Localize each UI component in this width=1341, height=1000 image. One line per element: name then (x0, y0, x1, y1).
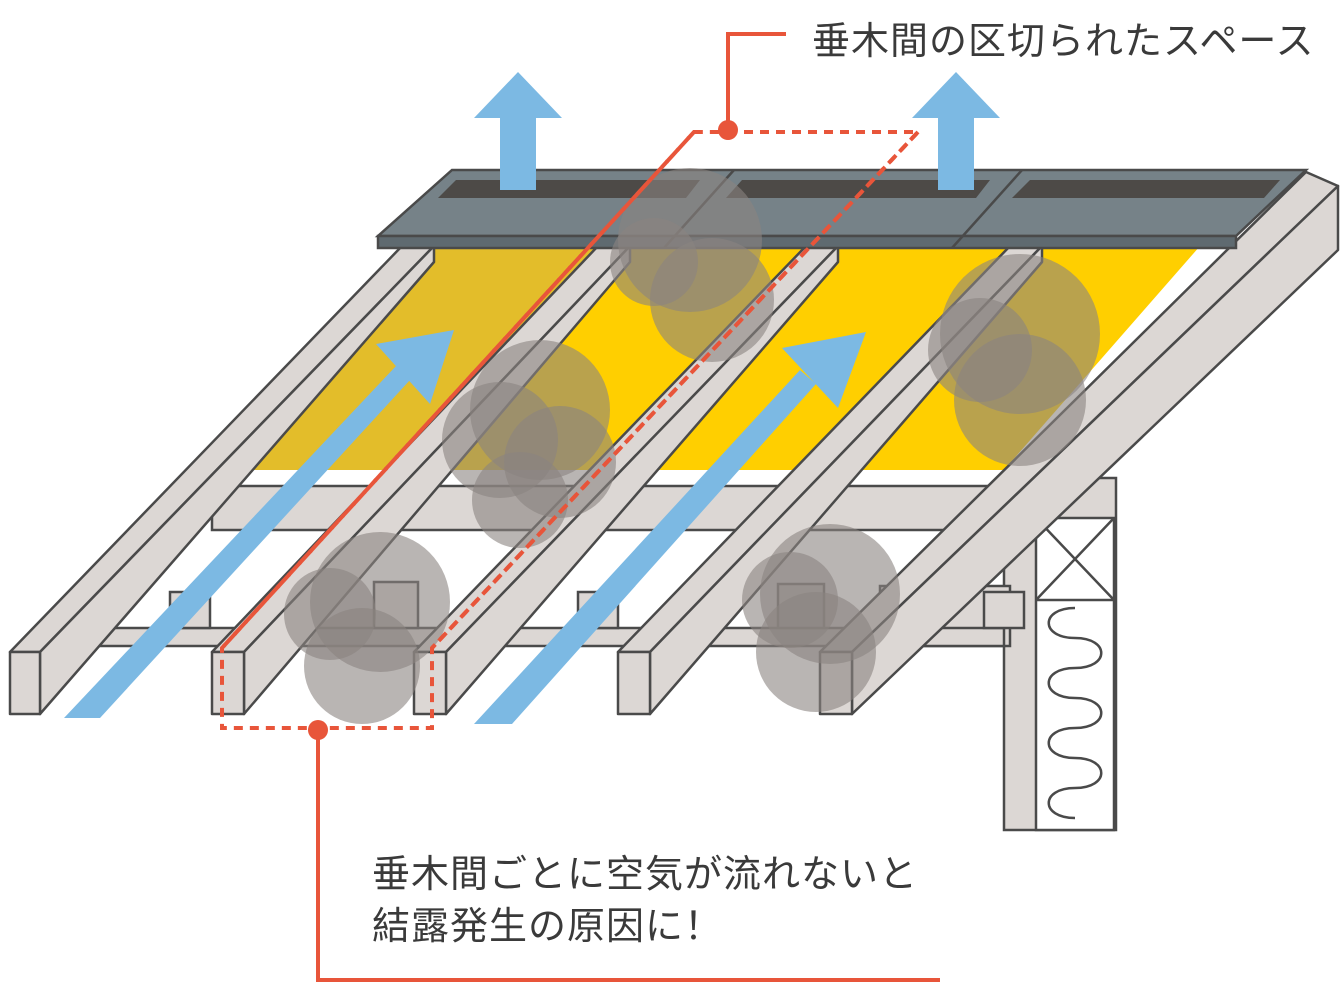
exhaust-arrow-2 (912, 72, 1000, 190)
exhaust-arrow-1 (474, 72, 562, 190)
ridge-vent-edge (376, 234, 1238, 250)
cloud-center (442, 340, 616, 548)
condensation-warning-label: 垂木間ごとに空気が流れないと 結露発生の原因に！ (372, 848, 918, 952)
airflow-up-arrow-left (64, 330, 454, 718)
airflow-arrows (64, 72, 1000, 724)
cloud-lower-left (284, 532, 450, 724)
block-5 (982, 590, 1026, 630)
wall-brace-cross (1035, 517, 1115, 602)
warning-line-1: 垂木間ごとに空気が流れないと (372, 852, 919, 896)
warning-line-2: 結露発生の原因に！ (372, 904, 724, 948)
cloud-right (928, 254, 1100, 466)
cloud-ridge (610, 168, 774, 362)
wall-stud (1034, 516, 1116, 832)
leader-top-dot (718, 120, 738, 140)
leader-bottom (316, 730, 940, 982)
cloud-lower-right (742, 524, 900, 712)
vent-slot-2 (726, 180, 990, 198)
rafter-space-label: 垂木間の区切られたスペース (812, 19, 1315, 63)
leader-top (726, 32, 786, 130)
callout-leaders (316, 32, 940, 982)
ridge-vent-seam-2 (951, 169, 1023, 249)
rafter-space-outline (220, 130, 923, 730)
wall-insulation-coil (1047, 606, 1103, 820)
leader-bottom-dot (308, 720, 328, 740)
moisture-clouds (284, 168, 1100, 724)
airflow-up-arrow-right (474, 332, 866, 724)
vent-slot-3 (1012, 180, 1280, 198)
